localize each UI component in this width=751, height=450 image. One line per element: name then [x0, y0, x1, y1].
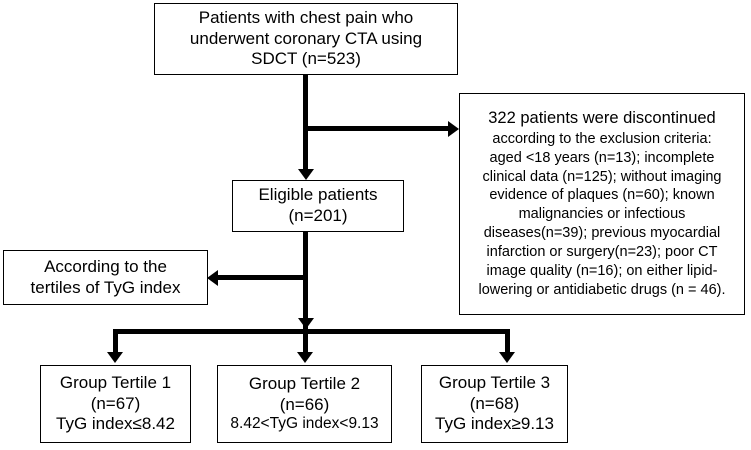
node-t2-line-1: Group Tertile 2	[248, 373, 361, 393]
connector-to-tertile-3	[505, 329, 510, 356]
node-tertiles-line-2: tertiles of TyG index	[30, 277, 181, 297]
node-t1-line-2: (n=67)	[90, 393, 141, 413]
node-source-line-2: underwent coronary CTA using	[189, 28, 423, 48]
connector-to-tertile-grouping	[218, 275, 305, 280]
connector-split-bar	[113, 329, 510, 334]
node-excluded-line-1: according to the exclusion criteria:	[492, 130, 712, 147]
arrowhead-down-icon	[298, 318, 314, 329]
node-t3-line-3: TyG index≥9.13	[435, 414, 554, 434]
node-tertile-grouping: According to the tertiles of TyG index	[3, 250, 208, 305]
node-excluded-patients: 322 patients were discontinued according…	[459, 93, 745, 315]
node-t3-line-2: (n=68)	[469, 393, 520, 413]
node-group-tertile-2: Group Tertile 2 (n=66) 8.42<TyG index<9.…	[217, 365, 392, 443]
node-t1-line-1: Group Tertile 1	[59, 372, 172, 392]
connector-to-excluded	[303, 126, 450, 131]
node-eligible-line-2: (n=201)	[288, 206, 348, 225]
node-excluded-line-9: lowering or antidiabetic drugs (n = 46).	[478, 281, 726, 298]
node-excluded-heading: 322 patients were discontinued	[488, 109, 716, 128]
arrowhead-down-icon	[298, 169, 314, 180]
node-excluded-line-3: clinical data (n=125); without imaging	[482, 168, 722, 185]
node-t3-line-1: Group Tertile 3	[438, 372, 551, 392]
node-source-population: Patients with chest pain who underwent c…	[154, 3, 458, 75]
node-t1-line-3: TyG index≤8.42	[56, 414, 175, 434]
node-eligible-line-1: Eligible patients	[258, 185, 378, 205]
arrowhead-right-icon	[448, 120, 459, 137]
node-excluded-line-6: diseases(n=39); previous myocardial	[483, 225, 721, 242]
connector-to-tertile-1	[113, 329, 118, 356]
node-excluded-line-7: infarction or surgery(n=23); poor CT	[486, 243, 718, 260]
node-group-tertile-1: Group Tertile 1 (n=67) TyG index≤8.42	[40, 365, 191, 443]
node-t2-line-2: (n=66)	[279, 394, 330, 414]
arrowhead-down-icon	[107, 352, 123, 363]
node-eligible-patients: Eligible patients (n=201)	[232, 180, 404, 232]
node-source-line-1: Patients with chest pain who	[198, 7, 414, 27]
node-group-tertile-3: Group Tertile 3 (n=68) TyG index≥9.13	[421, 365, 568, 443]
node-tertiles-line-1: According to the	[44, 256, 167, 276]
node-t2-line-3: 8.42<TyG index<9.13	[230, 415, 379, 433]
node-excluded-line-2: aged <18 years (n=13); incomplete	[489, 149, 715, 166]
node-excluded-line-8: image quality (n=16); on either lipid-	[486, 262, 718, 279]
connector-eligible-to-split	[303, 232, 308, 330]
connector-source-to-eligible	[303, 75, 308, 171]
connector-to-tertile-2	[303, 329, 308, 356]
node-source-line-3: SDCT (n=523)	[251, 49, 361, 69]
node-excluded-line-4: evidence of plaques (n=60); known	[489, 187, 715, 204]
node-excluded-line-5: malignancies or infectious	[518, 206, 686, 223]
arrowhead-down-icon	[297, 352, 313, 363]
arrowhead-down-icon	[499, 352, 515, 363]
arrowhead-left-icon	[207, 269, 218, 286]
